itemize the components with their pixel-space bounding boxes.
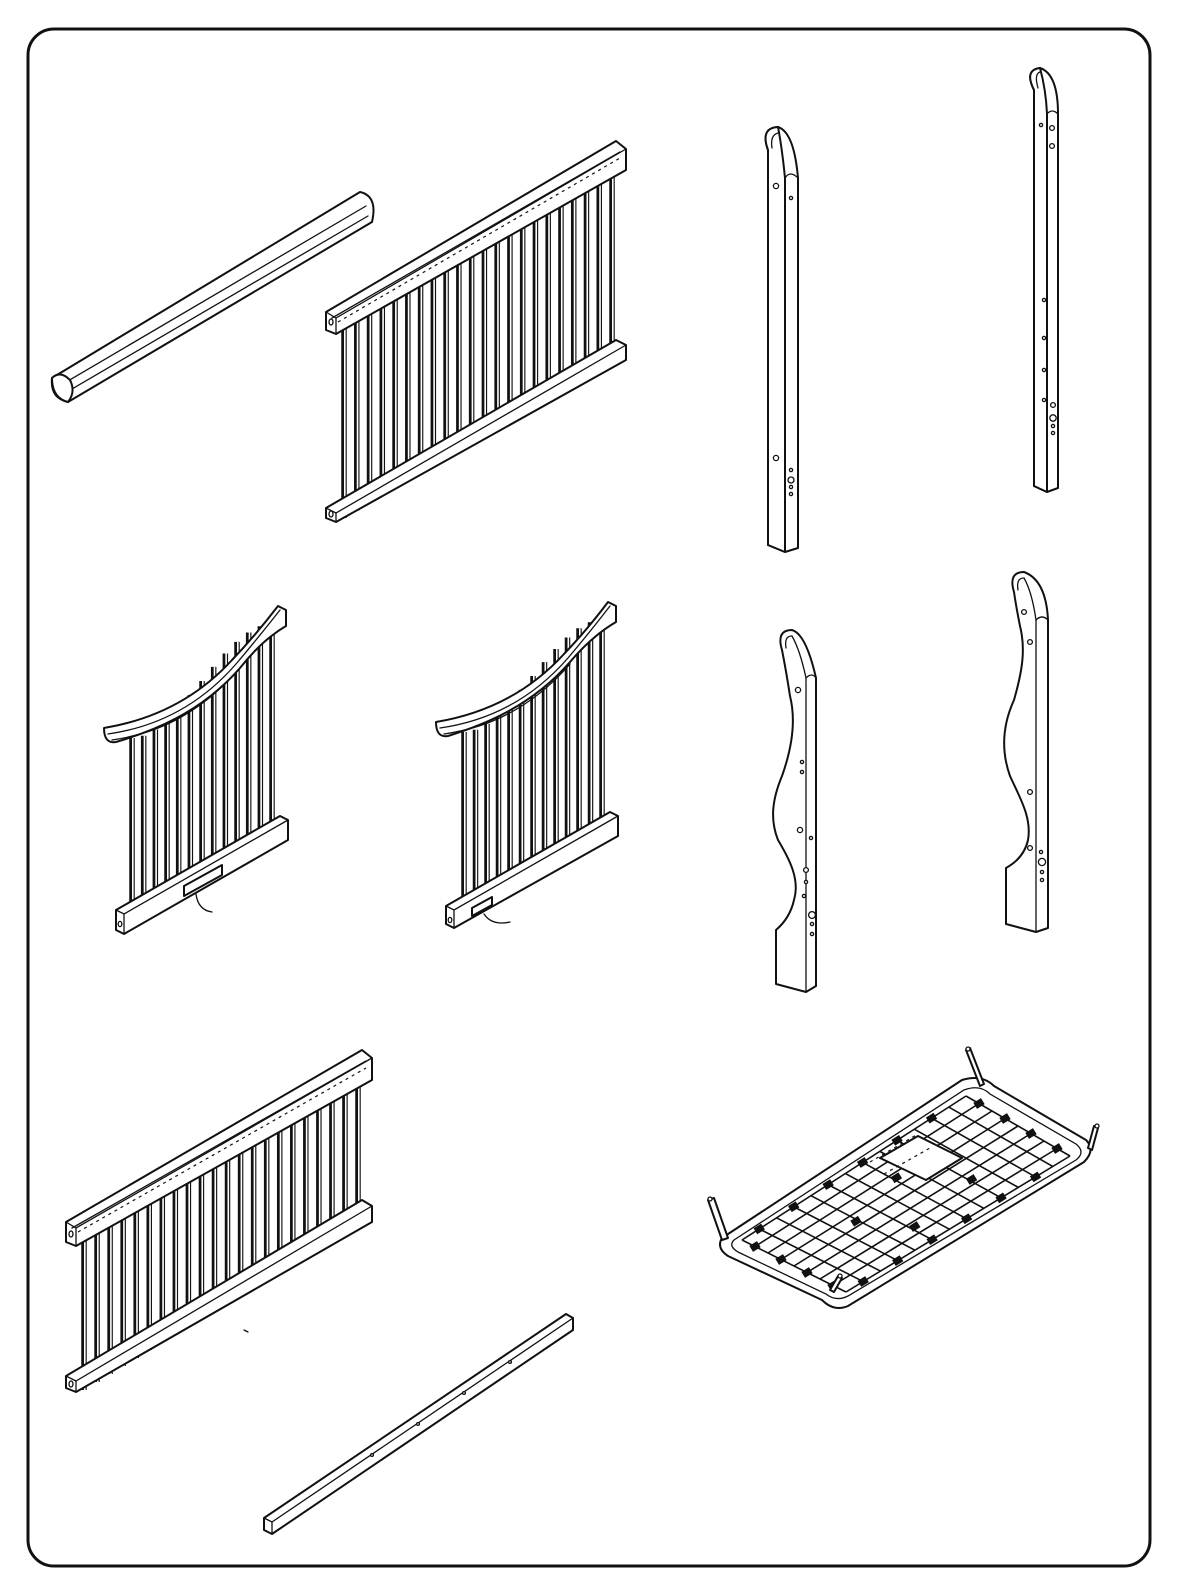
- top-cap-rail: [52, 192, 374, 402]
- right-straight-post-tall: [1030, 68, 1058, 492]
- mattress-support-spring: [708, 1047, 1099, 1308]
- curved-post-right: [1004, 572, 1048, 932]
- stabilizer-bar: [264, 1314, 573, 1534]
- rear-panel-top-rail: [66, 1050, 372, 1246]
- middle-curved-panel: [436, 602, 618, 928]
- front-panel-top-rail: [326, 141, 626, 334]
- rear-long-panel: [66, 1050, 372, 1392]
- left-curved-panel: [104, 606, 288, 934]
- right-straight-post-short: [766, 127, 798, 552]
- front-panel-slats: [344, 168, 613, 518]
- curved-post-left: [773, 630, 816, 992]
